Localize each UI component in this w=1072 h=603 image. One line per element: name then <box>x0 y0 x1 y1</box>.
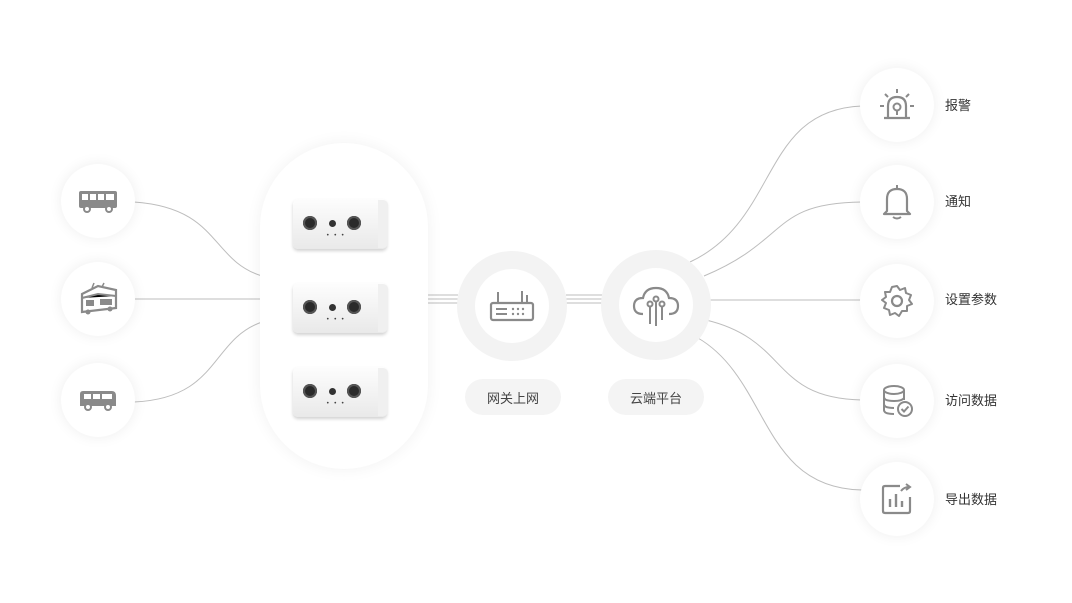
camera-leds: • • • <box>326 316 346 323</box>
camera-leds: • • • <box>326 232 346 239</box>
cloud-circuit-icon <box>632 286 680 326</box>
camera-side <box>378 368 388 416</box>
camera-panel: • • • • • • • • • <box>260 143 428 469</box>
alarm-light-icon <box>880 89 914 120</box>
output-node-settings[interactable] <box>860 264 934 338</box>
gateway-hub-inner <box>475 269 549 343</box>
gateway-label: 网关上网 <box>465 379 561 415</box>
camera-sensor <box>329 220 336 227</box>
vehicle-node-tram[interactable] <box>61 262 135 336</box>
bus-side-icon <box>79 191 117 213</box>
output-node-alarm[interactable] <box>860 68 934 142</box>
camera-lens <box>303 216 317 230</box>
camera-sensor <box>329 304 336 311</box>
camera-lens <box>303 300 317 314</box>
line-cloud-alarm <box>689 105 863 263</box>
output-label-access: 访问数据 <box>945 394 998 409</box>
output-label-notify: 通知 <box>945 195 972 210</box>
output-label-settings: 设置参数 <box>945 293 998 308</box>
vehicle-node-bus[interactable] <box>61 164 135 238</box>
stereo-camera-1[interactable]: • • • <box>293 199 388 249</box>
line-panel-gateway <box>428 294 458 304</box>
database-check-icon <box>883 385 913 417</box>
output-label-alarm: 报警 <box>945 99 972 114</box>
line-cloud-notify <box>703 201 863 277</box>
camera-leds: • • • <box>326 400 346 407</box>
camera-lens <box>347 300 361 314</box>
camera-lens <box>303 384 317 398</box>
output-node-notify[interactable] <box>860 165 934 239</box>
tram-front-icon <box>80 282 118 315</box>
line-vehicle-1 <box>133 201 263 277</box>
vehicle-node-van[interactable] <box>61 363 135 437</box>
output-node-export[interactable] <box>860 462 934 536</box>
stereo-camera-2[interactable]: • • • <box>293 283 388 333</box>
output-node-access[interactable] <box>860 364 934 438</box>
gear-icon <box>881 285 913 317</box>
camera-lens <box>347 384 361 398</box>
line-cloud-access <box>705 319 863 401</box>
camera-side <box>378 200 388 248</box>
line-vehicle-3 <box>133 321 263 403</box>
line-gateway-cloud <box>566 294 602 304</box>
cloud-hub-inner <box>619 268 693 342</box>
stereo-camera-3[interactable]: • • • <box>293 367 388 417</box>
camera-lens <box>347 216 361 230</box>
export-chart-icon <box>881 483 912 515</box>
output-label-export: 导出数据 <box>945 493 998 508</box>
bell-icon <box>882 185 912 220</box>
camera-sensor <box>329 388 336 395</box>
camera-side <box>378 284 388 332</box>
line-cloud-export <box>697 337 863 491</box>
cloud-label: 云端平台 <box>608 379 704 415</box>
router-icon <box>489 291 535 322</box>
van-side-icon <box>80 391 116 411</box>
